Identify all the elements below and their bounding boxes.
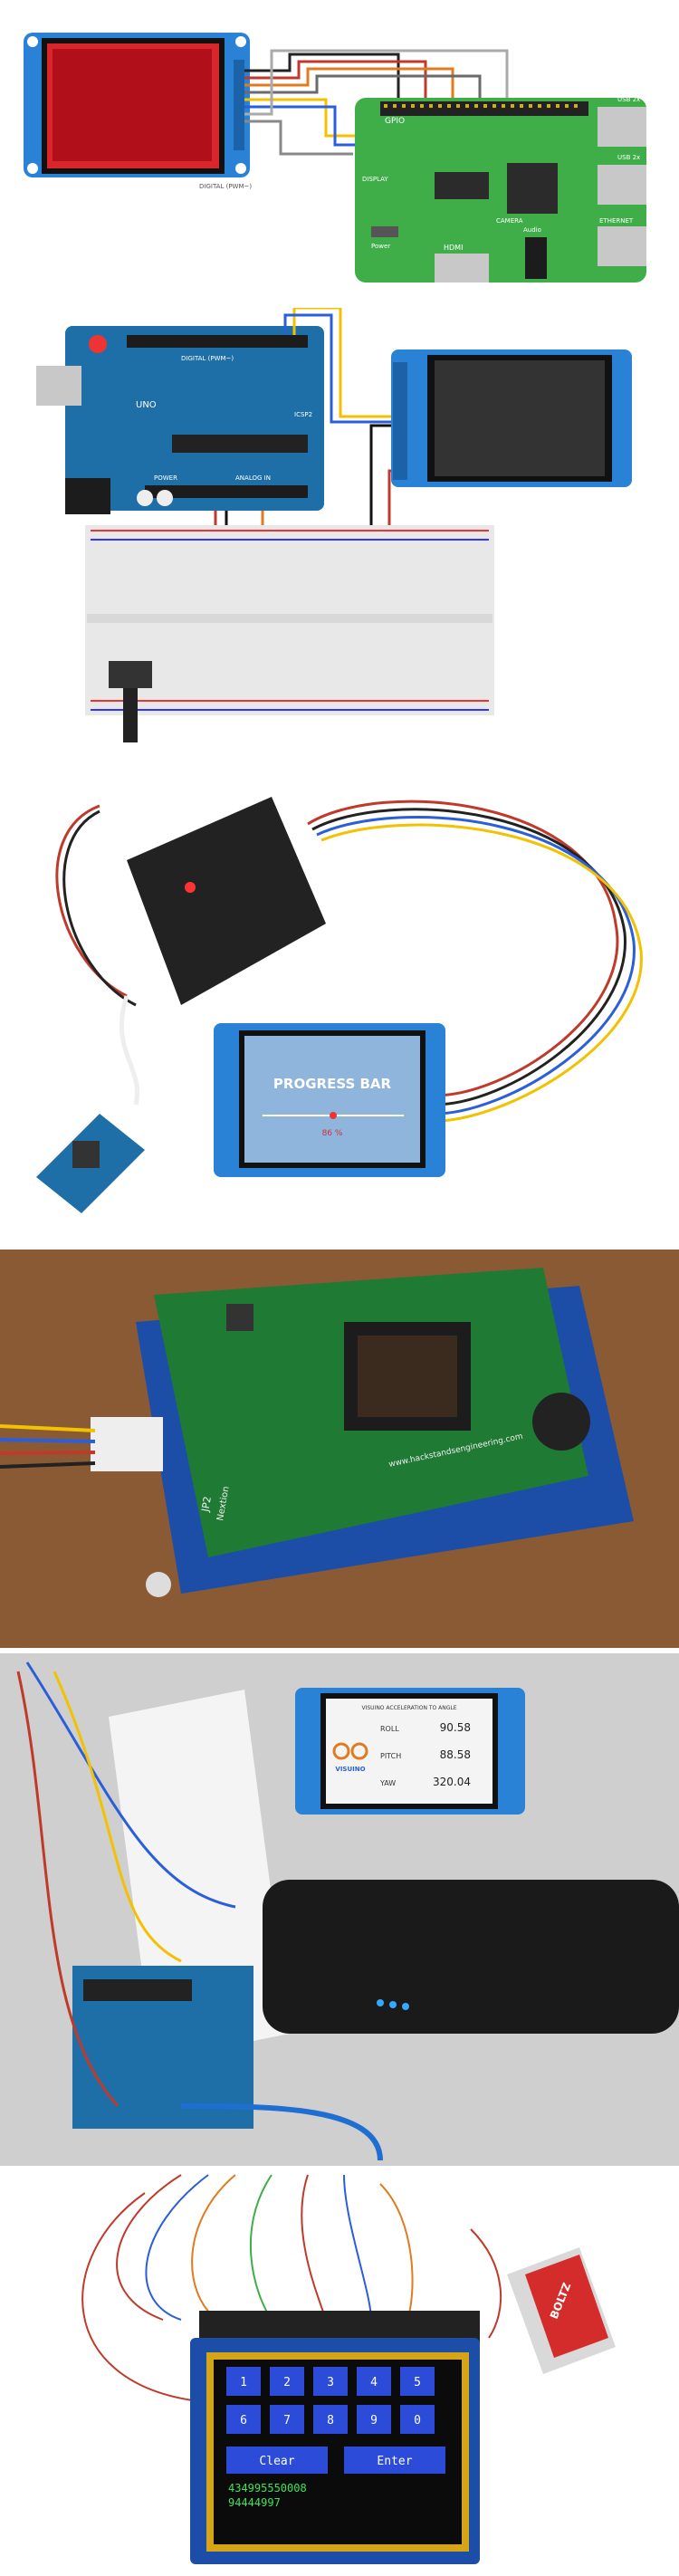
nextion-display [214,1023,445,1177]
keypad-key-label: 6 [240,2414,247,2428]
keypad-key-label: 7 [283,2414,291,2428]
keypad-key-label: 1 [240,2376,247,2389]
clear-key: Clear [226,2447,328,2474]
wires [16,1661,383,2161]
keypad-key [400,2367,435,2396]
photo-visuino-acceleration: VISUINO ACCELERATION TO ANGLE VISUINO RO… [0,1653,679,2166]
arduino-board [72,1966,253,2129]
keypad-key [270,2405,304,2434]
pcb-label: JP2 [199,1496,214,1514]
arduino-digital-label: DIGITAL (PWM~) [181,355,234,362]
photo-arduino-breadboard-wiring: UNO DIGITAL (PWM~) ANALOG IN POWER ICSP2 [0,308,679,761]
keypad-key [226,2367,261,2396]
photo-pi-lcd-wiring: GPIO HDMI USB 2x USB 2x ETHERNET Power D… [0,0,679,308]
potentiometer [109,661,152,742]
readout-label: PITCH [380,1752,401,1760]
keypad-key-label: 9 [370,2414,378,2428]
potentiometer-module [36,1114,145,1213]
gpio-label: GPIO [385,117,405,126]
wires [81,2174,502,2402]
readout-value: 88.58 [440,1748,471,1761]
green-pcb [154,1268,590,1557]
keypad-key-label: 2 [283,2376,291,2389]
keypad: 1 2 3 4 5 6 7 8 9 0 [226,2367,435,2434]
readout-label: ROLL [380,1725,399,1733]
clear-key-label: Clear [259,2455,294,2468]
breadboard [85,525,494,715]
screen-title: VISUINO ACCELERATION TO ANGLE [361,1705,456,1711]
arduino-power-label: POWER [154,474,177,482]
photo-pcb-shield: www.hackstandsengineering.com JP2 Nextio… [0,1250,679,1648]
keypad-key-label: 4 [370,2376,378,2389]
power-label: Power [371,243,390,250]
keypad-key [400,2405,435,2434]
arduino-icsp-label: ICSP2 [294,411,312,418]
photo-progress-bar: PROGRESS BAR 86 % [0,779,679,1250]
nextion-display [295,1688,525,1815]
keypad-key [226,2405,261,2434]
display-label: DISPLAY [362,176,388,183]
power-bank [263,1880,679,2034]
input-line-2: 94444997 [228,2496,281,2509]
arduino-analog-label: ANALOG IN [235,474,271,482]
keypad-key [270,2367,304,2396]
screen-value: 86 % [322,1129,343,1138]
arduino-board [127,797,326,1005]
input-line-1: 434995550008 [228,2482,307,2495]
lcd-pin-label: DIGITAL (PWM~) [199,183,252,190]
keypad-key [313,2367,348,2396]
camera-label: CAMERA [496,217,523,225]
readout-value: 320.04 [433,1776,471,1788]
usb-label-1: USB 2x [617,96,640,103]
visuino-logo [332,1742,368,1760]
enter-key: Enter [344,2447,445,2474]
keypad-key [313,2405,348,2434]
battery [507,2247,616,2374]
mounting-hole [146,1572,171,1597]
connector [91,1417,163,1471]
wires [55,800,643,1123]
readout-label: YAW [379,1779,396,1787]
keypad-key [357,2367,391,2396]
audio-label: Audio [523,226,541,234]
arduino-brand-label: UNO [136,400,157,410]
readout-value: 90.58 [440,1721,471,1734]
keypad-key-label: 8 [327,2414,334,2428]
keypad-key [357,2405,391,2434]
keypad-key-label: 3 [327,2376,334,2389]
hdmi-label: HDMI [444,244,463,252]
nextion-display [391,350,632,487]
arduino-uno-board [36,326,324,514]
usb-label-2: USB 2x [617,154,640,161]
raspberry-pi-board [355,98,646,282]
visuino-logo-text: VISUINO [335,1766,365,1773]
keypad-key-label: 5 [414,2376,421,2389]
ethernet-label: ETHERNET [599,217,634,225]
keypad-key-label: 0 [414,2414,421,2428]
screen-title: PROGRESS BAR [273,1076,392,1092]
lcd-module [24,33,250,177]
enter-key-label: Enter [377,2455,412,2468]
wires [0,1424,96,1469]
